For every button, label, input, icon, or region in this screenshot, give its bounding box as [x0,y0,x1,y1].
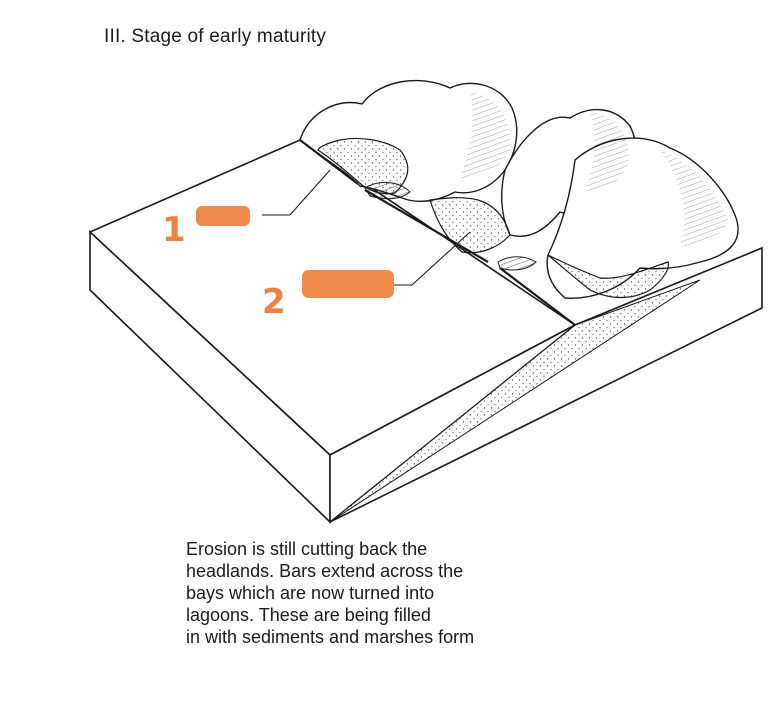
caption-line: Erosion is still cutting back the [186,539,428,559]
block-right-face [329,246,763,524]
redaction-1 [196,206,250,226]
caption: Erosion is still cutting back the headla… [186,538,606,648]
caption-line: lagoons. These are being filled [186,605,431,625]
leader-line-1 [262,169,331,216]
caption-line: in with sediments and marshes form [186,627,475,647]
redaction-2 [302,270,394,298]
leader-line-2 [392,231,471,286]
label-1: 1 [162,210,186,250]
cliff-faces [364,182,537,271]
bar-right [499,267,576,326]
leader-lines [262,169,471,286]
lagoon-right [547,254,670,299]
headland-shading [460,92,728,247]
caption-line: headlands. Bars extend across the [186,561,464,581]
bar-middle [364,189,489,263]
lagoon-left [317,137,409,195]
bars [299,139,576,326]
figure-title: III. Stage of early maturity [104,26,327,47]
redactions [196,206,394,298]
bar-left [299,139,359,185]
caption-line: bays which are now turned into [186,583,435,603]
label-2: 2 [262,282,286,322]
